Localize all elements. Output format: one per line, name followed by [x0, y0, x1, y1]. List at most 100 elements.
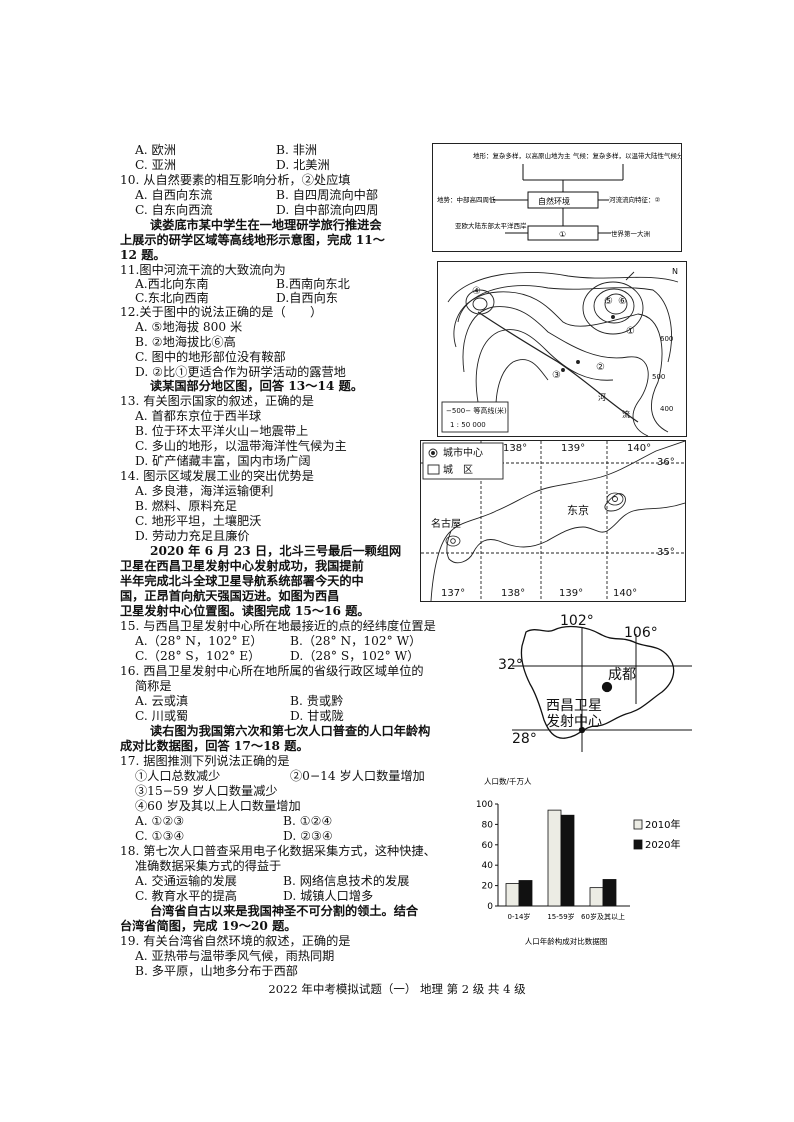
text-line: C. 亚洲: [135, 158, 177, 172]
text-line: A. 自西向东流: [135, 188, 213, 202]
text-line: A. 多良港，海洋运输便利: [135, 484, 274, 498]
text-line: D. ②③④: [283, 829, 333, 843]
text-line: 2020 年 6 月 23 日，北斗三号最后一颗组网: [150, 544, 402, 558]
lon-137-bottom: 137°: [441, 588, 466, 599]
text-line: 17. 据图推测下列说法正确的是: [120, 754, 290, 768]
text-line: C. 多山的地形，以温带海洋性气候为主: [135, 439, 347, 453]
text-line: B. 网络信息技术的发展: [283, 874, 410, 888]
y-tick-label: 100: [476, 800, 493, 810]
text-line: 读某国部分地区图，回答 13～14 题。: [150, 379, 364, 393]
contour-map: N ④ ⑤ ⑥ ① ② ③ 600 500 400 河 流 −500− 等高线(…: [437, 261, 687, 437]
text-line: C. 川或蜀: [135, 709, 189, 723]
japan-region-map: 城市中心 城 区 138° 139° 140° 36° 35° 东京 名古屋 1…: [420, 440, 686, 602]
bar-2010年: [589, 887, 604, 907]
river-char-1: 河: [598, 393, 606, 402]
text-line: 16. 西昌卫星发射中心所在地所属的省级行政区域单位的: [120, 664, 424, 678]
env-label: 自然环境: [538, 196, 570, 206]
nature-concept-diagram: 地形：复杂多样，以高原山地为主 气候：复杂多样，以温带大陆性气候分布广，季风气候…: [432, 143, 682, 252]
legend-swatch-2020年: [633, 839, 643, 850]
text-line: 12.关于图中的说法正确的是（ ）: [120, 305, 323, 319]
text-line: ④60 岁及其以上人口数量增加: [135, 799, 301, 813]
text-line: B.西南向东北: [276, 277, 350, 291]
contour-500: 500: [652, 373, 666, 381]
chart-title: 人口年龄构成对比数据图: [525, 936, 608, 946]
legend-scale: 1 : 50 000: [450, 421, 486, 429]
lon-102-label: 102°: [560, 613, 594, 629]
text-line: 国，正昂首向航天强国迈进。如图为西昌: [120, 589, 340, 603]
text-line: 10. 从自然要素的相互影响分析，②处应填: [120, 173, 351, 187]
y-tick-label: 80: [482, 820, 494, 830]
x-tick-label: 15-59岁: [547, 912, 574, 921]
text-line: A. 欧洲: [135, 143, 176, 157]
text-line: C.东北向西南: [135, 291, 209, 305]
y-tick-label: 60: [482, 841, 494, 851]
contour-600: 600: [660, 335, 674, 343]
text-line: 15. 与西昌卫星发射中心所在地最接近的点的经纬度位置是: [120, 619, 436, 633]
river-note: 河流流向特征：②: [609, 195, 661, 204]
text-line: B. ②地海拔比⑥高: [135, 335, 236, 349]
text-line: C. 自东向西流: [135, 203, 213, 217]
lon-138-top: 138°: [503, 443, 528, 454]
text-line: A. ①②③: [135, 814, 185, 828]
text-line: D. 甘或陇: [290, 709, 344, 723]
text-line: A.（28° N，102° E）: [135, 634, 263, 648]
text-line: 11.图中河流干流的大致流向为: [120, 263, 286, 277]
text-line: B. 自四周流向中部: [276, 188, 379, 202]
text-line: C. 图中的地形部位没有鞍部: [135, 350, 286, 364]
lon-106-label: 106°: [624, 625, 658, 641]
label-4: ④: [472, 286, 481, 297]
text-line: D. 北美洲: [276, 158, 330, 172]
text-line: D.自西向东: [276, 291, 338, 305]
lon-139-top: 139°: [561, 443, 586, 454]
legend-swatch-2010年: [633, 819, 643, 830]
text-line: A. ⑤地海拔 800 米: [135, 320, 243, 334]
label-2: ②: [596, 362, 605, 373]
text-line: B.（28° N，102° W）: [290, 634, 422, 648]
y-axis-label: 人口数/千万人: [484, 776, 532, 786]
text-line: 14. 图示区域发展工业的突出优势是: [120, 469, 314, 483]
text-line: B. 贵或黔: [290, 694, 344, 708]
text-line: D. ②比①更适合作为研学活动的露营地: [135, 365, 346, 379]
climate-note: 气候：复杂多样，以温带大陆性气候分布广，季风气候显著: [573, 151, 681, 160]
x-tick-label: 60岁及其以上: [581, 912, 625, 921]
text-line: D. 城镇人口增多: [283, 889, 374, 903]
text-line: D. 劳动力充足且廉价: [135, 529, 250, 543]
y-tick-label: 0: [487, 902, 493, 912]
text-line: ③15−59 岁人口数量减少: [135, 784, 278, 798]
text-line: B. 非洲: [276, 143, 318, 157]
text-line: B. 燃料、原料充足: [135, 499, 238, 513]
text-line: B. 位于环太平洋火山−地震带上: [135, 424, 309, 438]
text-line: D.（28° S，102° W）: [290, 649, 420, 663]
river-char-2: 流: [622, 410, 630, 419]
chengdu-label: 成都: [608, 667, 636, 683]
bar-2010年: [505, 883, 520, 907]
text-line: 半年完成北斗全球卫星导航系统部署今天的中: [120, 574, 364, 588]
xichang-label-line2: 发射中心: [546, 714, 602, 730]
text-line: 台湾省简图，完成 19～20 题。: [120, 919, 297, 933]
tokyo-label: 东京: [567, 504, 589, 517]
y-tick-label: 20: [482, 882, 494, 892]
text-line: A. 首都东京位于西半球: [135, 409, 262, 423]
text-line: B. ①②④: [283, 814, 333, 828]
x-tick-label: 0-14岁: [508, 912, 531, 921]
blank-label: ①: [559, 230, 566, 239]
text-line: ②0−14 岁人口数量增加: [290, 769, 425, 783]
text-line: D. 自中部流向四周: [276, 203, 379, 217]
text-line: 13. 有关图示国家的叙述，正确的是: [120, 394, 314, 408]
text-line: 准确数据采集方式的得益于: [135, 859, 282, 873]
relief-note: 地势：中部高四周低: [437, 195, 496, 204]
text-line: 12 题。: [120, 248, 166, 262]
text-line: C. ①③④: [135, 829, 185, 843]
label-3: ③: [552, 370, 561, 381]
legend-label: 2010年: [645, 818, 680, 831]
lon-138-bottom: 138°: [501, 588, 526, 599]
xichang-label-line1: 西昌卫星: [546, 698, 602, 714]
xichang-location-map: 102° 106° 32° 28° 成都 西昌卫星 发射中心: [496, 614, 692, 754]
text-line: A. 云或滇: [135, 694, 189, 708]
lat-36: 36°: [657, 457, 675, 468]
text-line: 19. 有关台湾省自然环境的叙述，正确的是: [120, 934, 351, 948]
legend-contour: −500− 等高线(米): [446, 407, 507, 415]
lon-140-top: 140°: [627, 443, 652, 454]
legend-city-center: 城市中心: [443, 448, 483, 459]
